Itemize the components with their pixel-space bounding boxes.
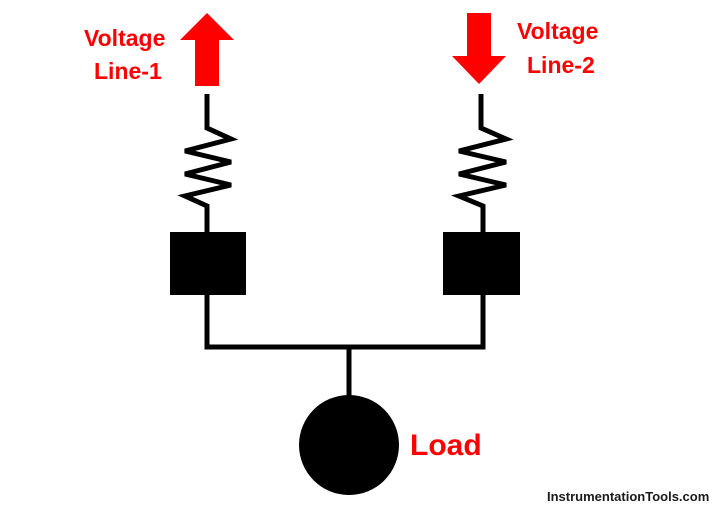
credit-text: InstrumentationTools.com [547, 489, 709, 504]
resistor-1-icon [177, 94, 239, 234]
arrow-down-icon [452, 13, 506, 84]
bus-wire [204, 293, 486, 350]
arrow-up-icon [180, 13, 234, 86]
line-1-label-voltage: Voltage [84, 25, 165, 51]
line-2-label-voltage: Voltage [517, 18, 598, 44]
switch-block-1 [170, 232, 246, 295]
load-circle [299, 395, 399, 495]
line-1-label-name: Line-1 [94, 58, 162, 84]
line-2-label-name: Line-2 [527, 52, 595, 78]
switch-block-2 [443, 232, 520, 295]
load-label: Load [410, 429, 482, 462]
resistor-2-icon [450, 94, 514, 234]
